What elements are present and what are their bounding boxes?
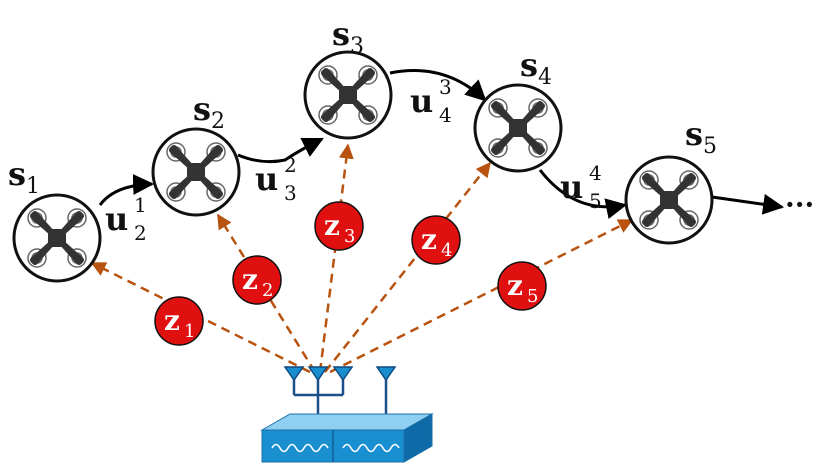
measurement-node-4: z 4 — [411, 215, 461, 265]
svg-text:z: z — [242, 263, 258, 296]
svg-text:u: u — [105, 200, 128, 238]
measurement-node-3: z 3 — [314, 201, 364, 251]
router-box — [260, 413, 434, 463]
svg-text:5: 5 — [527, 286, 538, 307]
svg-text:u: u — [410, 82, 433, 120]
svg-text:3: 3 — [344, 226, 355, 247]
svg-text:2: 2 — [134, 221, 147, 245]
svg-text:4: 4 — [589, 161, 602, 185]
state-label-2: s2 — [193, 90, 225, 134]
control-label-4: u 4 5 — [560, 161, 602, 213]
svg-text:4: 4 — [441, 240, 452, 261]
drone-icon — [153, 129, 239, 215]
drone-icon — [475, 85, 561, 171]
svg-text:1: 1 — [134, 193, 147, 217]
svg-text:z: z — [421, 223, 437, 256]
state-label-1: s1 — [8, 155, 40, 199]
svg-text:2: 2 — [284, 153, 297, 177]
svg-text:z: z — [164, 304, 180, 337]
control-label-3: u 3 4 — [410, 75, 452, 127]
measurement-node-2: z 2 — [232, 255, 282, 305]
trajectory-arrow-3-4 — [389, 69, 487, 102]
measurement-node-5: z 5 — [497, 261, 547, 311]
svg-text:3: 3 — [284, 181, 297, 205]
svg-text:2: 2 — [262, 280, 273, 301]
svg-text:5: 5 — [589, 189, 602, 213]
svg-text:u: u — [560, 168, 583, 206]
svg-text:4: 4 — [439, 103, 452, 127]
antenna-icon — [283, 366, 397, 382]
control-label-2: u 2 3 — [255, 153, 297, 205]
measurement-arrow-4 — [324, 161, 491, 373]
svg-text:1: 1 — [184, 321, 195, 342]
trajectory — [98, 69, 785, 219]
continuation-dots: ··· — [785, 188, 814, 221]
state-label-5: s5 — [685, 115, 717, 159]
trajectory-arrow-2-3 — [237, 137, 324, 164]
control-labels: u 1 2 u 2 3 u 3 4 u 4 5 — [105, 75, 602, 245]
svg-text:3: 3 — [439, 75, 452, 99]
control-label-1: u 1 2 — [105, 193, 147, 245]
drone-icon — [14, 195, 100, 281]
base-station — [260, 366, 434, 463]
svg-text:z: z — [324, 209, 340, 242]
measurement-arrow-5 — [329, 218, 634, 374]
trajectory-arrow-1-2 — [98, 174, 155, 206]
measurement-arrow-3 — [318, 143, 354, 373]
state-label-4: s4 — [520, 46, 552, 90]
trajectory-arrow-5-next — [711, 193, 785, 215]
measurement-node-1: z 1 — [154, 296, 204, 346]
svg-text:z: z — [507, 269, 523, 302]
state-labels: s1 s2 s3 s4 s5 — [8, 15, 717, 199]
trajectory-arrow-4-5 — [538, 169, 628, 219]
state-label-3: s3 — [332, 15, 364, 59]
measurement-nodes: z 1 z 2 z 3 z 4 z 5 — [154, 201, 547, 346]
drone-icon — [305, 52, 391, 138]
drone-icon — [626, 157, 712, 243]
svg-text:u: u — [255, 160, 278, 198]
drone-nodes — [14, 52, 712, 281]
